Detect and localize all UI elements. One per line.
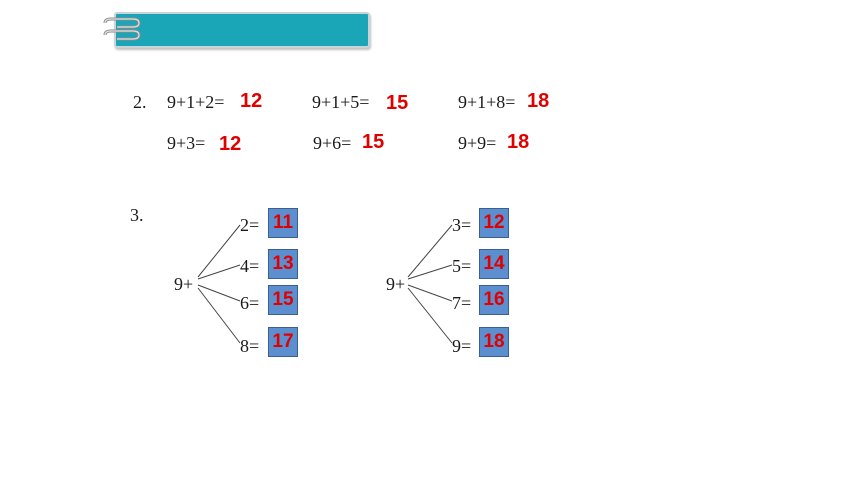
branch-label: 2= xyxy=(240,215,260,235)
branch-answer: 11 xyxy=(272,212,294,233)
q2-expression: 9+1+8= xyxy=(458,92,516,112)
answer-box: 15 xyxy=(268,285,298,315)
answer-box: 12 xyxy=(479,208,509,238)
q2-expression: 9+1+5= xyxy=(312,92,370,112)
branch-label: 7= xyxy=(452,293,472,313)
branch-label: 9= xyxy=(452,336,472,356)
branch-answer: 16 xyxy=(483,289,505,310)
q2-expression: 9+3= xyxy=(167,133,206,153)
answer-box: 14 xyxy=(479,249,509,279)
question-3-number: 3. xyxy=(130,205,144,225)
branch-label: 4= xyxy=(240,256,260,276)
branch-answer: 13 xyxy=(272,253,294,274)
branch-answer: 17 xyxy=(272,331,294,352)
branch-answer: 12 xyxy=(483,212,505,233)
q2-answer: 15 xyxy=(386,92,409,114)
tree-root: 9+ xyxy=(386,274,406,294)
answer-box: 16 xyxy=(479,285,509,315)
q2-answer: 18 xyxy=(527,90,550,112)
answer-box: 11 xyxy=(268,208,298,238)
tree-root: 9+ xyxy=(174,274,194,294)
q2-expression: 9+9= xyxy=(458,133,497,153)
q2-expression: 9+1+2= xyxy=(167,92,225,112)
answer-box: 17 xyxy=(268,327,298,357)
branch-label: 3= xyxy=(452,215,472,235)
q2-answer: 18 xyxy=(507,131,530,153)
q2-answer: 15 xyxy=(362,131,385,153)
branch-label: 6= xyxy=(240,293,260,313)
branch-answer: 14 xyxy=(483,253,505,274)
branch-label: 8= xyxy=(240,336,260,356)
answer-box: 18 xyxy=(479,327,509,357)
binder-clip-icon xyxy=(103,17,141,41)
question-2-number: 2. xyxy=(133,92,147,112)
branch-label: 5= xyxy=(452,256,472,276)
answer-box: 13 xyxy=(268,249,298,279)
section-banner xyxy=(114,12,370,48)
q2-expression: 9+6= xyxy=(313,133,352,153)
q2-answer: 12 xyxy=(240,90,263,112)
branch-answer: 18 xyxy=(483,331,505,352)
q2-answer: 12 xyxy=(219,133,242,155)
branch-answer: 15 xyxy=(272,289,294,310)
